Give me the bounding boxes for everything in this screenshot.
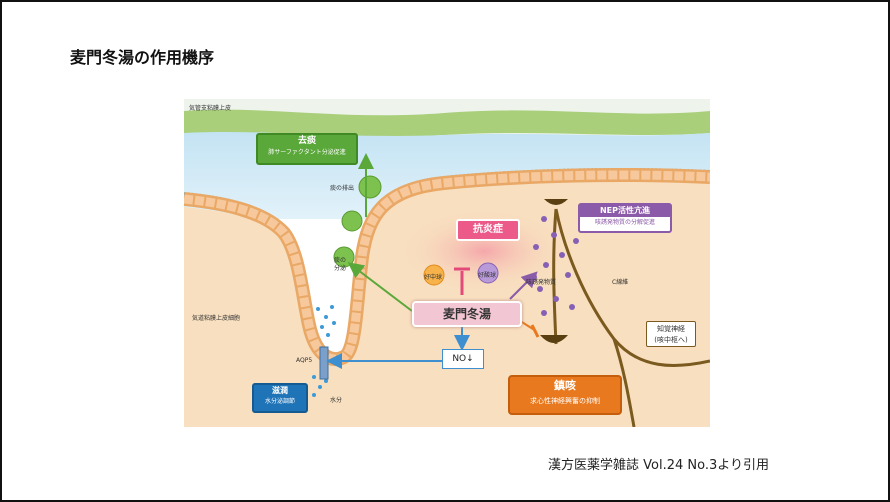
citation: 漢方医薬学雑誌 Vol.24 No.3より引用 — [548, 458, 769, 473]
phlegm-secretion-label: 痰の 分泌 — [334, 257, 346, 273]
sensory-nerve-trunk — [612, 338, 636, 428]
phlegm-secretion-line-2: 分泌 — [334, 265, 347, 272]
mechanism-figure: 気管支粘膜上皮 気道粘膜上皮細胞 去痰 肺サーファクタント分泌促進 痰の排出 痰… — [183, 99, 711, 428]
moisture-subtitle: 水分泌調節 — [264, 398, 295, 405]
nep-box: NEP活性亢進 咳誘発物質の分解促進 — [578, 203, 672, 233]
sensory-nerve-line-2: (咳中枢へ) — [654, 336, 688, 344]
mucosa-cell-label: 気道粘膜上皮細胞 — [192, 315, 241, 322]
phlegm-clearance-box: 去痰 肺サーファクタント分泌促進 — [256, 133, 358, 165]
airway-epithelium-label: 気管支粘膜上皮 — [189, 105, 232, 112]
sensory-nerve-box: 知覚神経 (咳中枢へ) — [646, 321, 696, 347]
water-drops — [312, 305, 336, 397]
phlegm-clearance-subtitle: 肺サーファクタント分泌促進 — [268, 149, 346, 156]
phlegm-clearance-title: 去痰 — [297, 136, 316, 146]
moisture-box: 滋潤 水分泌調節 — [252, 383, 308, 413]
eosinophil-cell — [477, 262, 499, 284]
nep-arrow — [509, 271, 538, 300]
phlegm-clumps — [333, 175, 382, 268]
c-fiber-branch — [552, 208, 558, 345]
cough-substances — [531, 216, 579, 316]
nerve-ending-bottom — [540, 335, 568, 343]
water-label: 水分 — [330, 397, 343, 404]
secretion-arrow — [347, 262, 413, 312]
cough-inhibit-bar — [530, 324, 540, 338]
c-fiber-nerve — [554, 208, 711, 367]
aqp5-label: AQP5 — [296, 357, 313, 364]
antitussive-box: 鎮咳 求心性神経興奮の抑制 — [508, 375, 622, 415]
c-fiber-label: C線維 — [612, 279, 629, 286]
phlegm-discharge-label: 痰の排出 — [330, 185, 355, 192]
anti-inflammation-box: 抗炎症 — [456, 219, 520, 241]
slide-title: 麦門冬湯の作用機序 — [70, 48, 215, 67]
antitussive-title: 鎮咳 — [554, 379, 576, 392]
mucus-layer — [184, 109, 710, 137]
epithelial-cells — [183, 170, 711, 364]
sensory-nerve-line-1: 知覚神経 — [657, 325, 685, 333]
nep-subtitle: 咳誘発物質の分解促進 — [594, 219, 655, 226]
neutrophil-label: 好中球 — [424, 274, 443, 281]
moisture-title: 滋潤 — [272, 386, 288, 395]
nep-title: NEP活性亢進 — [580, 205, 670, 217]
cough-substance-label: 咳誘発物質 — [526, 279, 557, 286]
neutrophil-cell — [423, 264, 445, 286]
nerve-ending-top — [544, 199, 568, 205]
drug-box: 麦門冬湯 — [412, 301, 522, 327]
phlegm-secretion-line-1: 痰の — [334, 257, 347, 264]
antitussive-subtitle: 求心性神経興奮の抑制 — [530, 397, 600, 405]
no-box: NO↓ — [442, 349, 484, 369]
eosinophil-label: 好酸球 — [478, 272, 497, 279]
aqp5-channel — [319, 346, 329, 380]
